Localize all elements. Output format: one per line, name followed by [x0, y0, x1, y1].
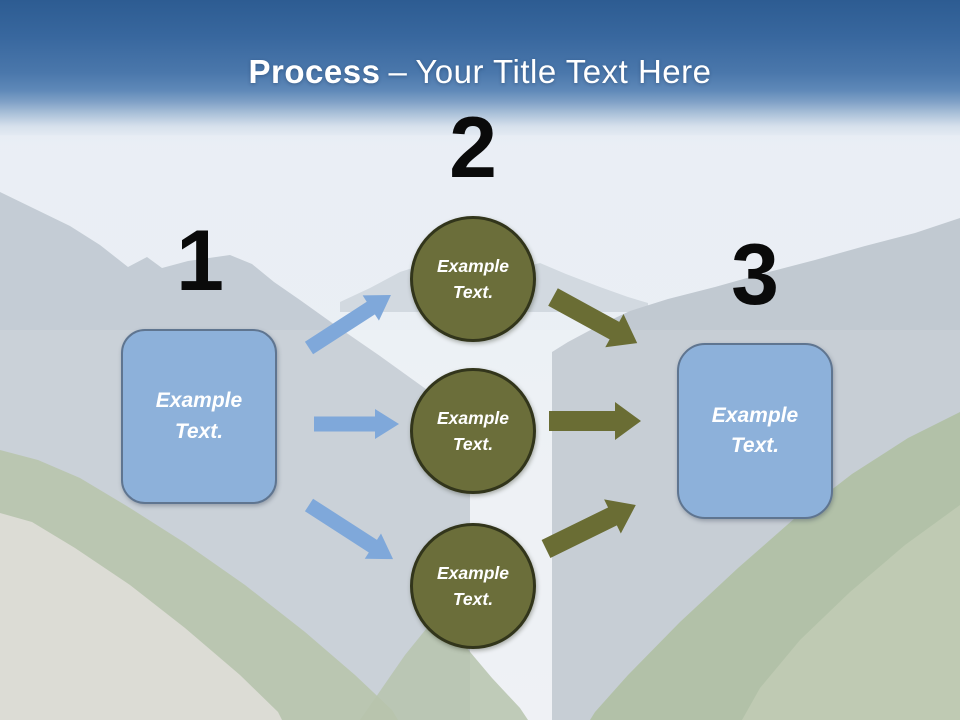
right-slope-highlight — [742, 505, 960, 720]
scree-slope — [0, 513, 282, 720]
slide-title: Process–Your Title Text Here — [0, 53, 960, 91]
step-number-3: 3 — [731, 227, 779, 323]
process-circle-1: Example Text. — [410, 216, 536, 342]
title-emphasis: Process — [248, 53, 381, 90]
circle-1-label: Example Text. — [437, 255, 509, 302]
end-box-label: Example Text. — [711, 403, 799, 457]
start-box-label: Example Text. — [155, 389, 243, 443]
step-number-1: 1 — [176, 213, 224, 309]
step-number-2: 2 — [449, 100, 497, 196]
process-circle-2: Example Text. — [410, 368, 536, 494]
title-rest: Your Title Text Here — [415, 53, 712, 90]
circle-2-label: Example Text. — [437, 407, 509, 454]
title-dash: – — [388, 53, 408, 90]
valley-floor-green — [360, 618, 528, 720]
circle-3-label: Example Text. — [437, 562, 509, 609]
process-circle-3: Example Text. — [410, 523, 536, 649]
process-end-box: Example Text. — [677, 343, 833, 519]
process-start-box: Example Text. — [121, 329, 277, 504]
